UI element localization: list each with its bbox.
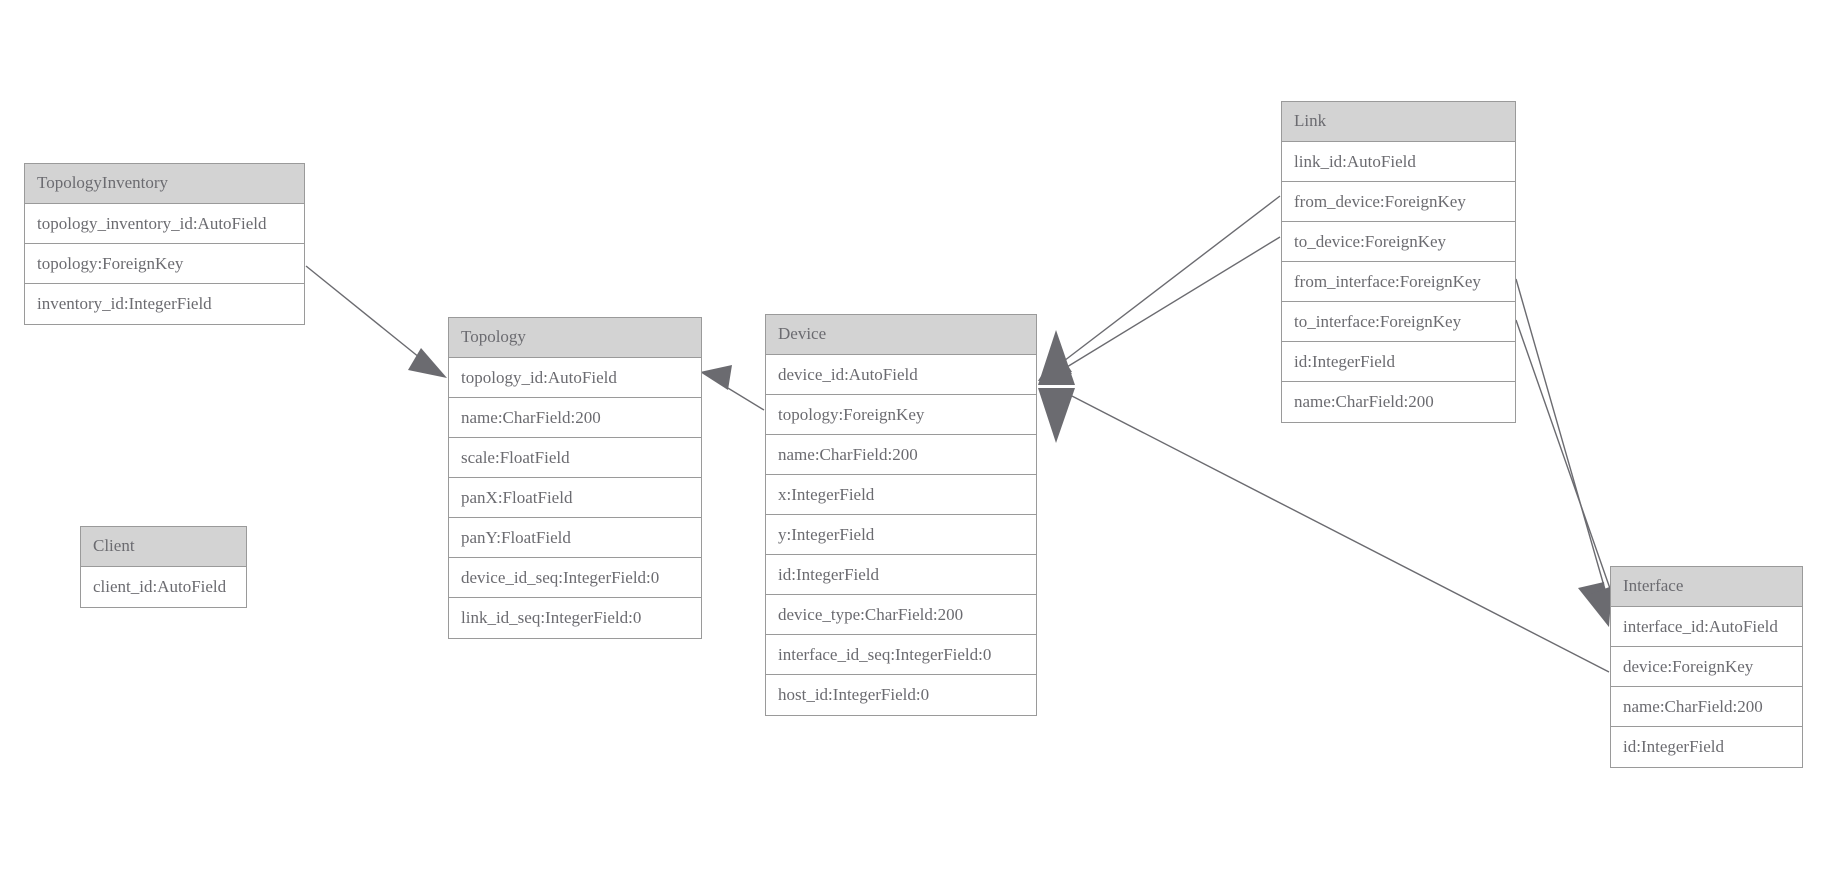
edge-interface-device bbox=[1069, 394, 1610, 673]
field-device-7[interactable]: interface_id_seq:IntegerField:0 bbox=[766, 635, 1036, 675]
field-topology-4[interactable]: panY:FloatField bbox=[449, 518, 701, 558]
entity-link[interactable]: Link link_id:AutoField from_device:Forei… bbox=[1281, 101, 1516, 423]
field-interface-3[interactable]: id:IntegerField bbox=[1611, 727, 1802, 767]
field-device-6[interactable]: device_type:CharField:200 bbox=[766, 595, 1036, 635]
field-topology-0[interactable]: topology_id:AutoField bbox=[449, 358, 701, 398]
entity-title-topology-inventory: TopologyInventory bbox=[25, 164, 304, 204]
edge-link-to-device bbox=[1038, 236, 1281, 381]
device-incoming-arrowheads bbox=[1038, 330, 1075, 443]
interface-incoming-arrowhead bbox=[1578, 582, 1612, 627]
field-topology-5[interactable]: device_id_seq:IntegerField:0 bbox=[449, 558, 701, 598]
field-topology-1[interactable]: name:CharField:200 bbox=[449, 398, 701, 438]
entity-title-topology: Topology bbox=[449, 318, 701, 358]
field-device-1[interactable]: topology:ForeignKey bbox=[766, 395, 1036, 435]
field-link-3[interactable]: from_interface:ForeignKey bbox=[1282, 262, 1515, 302]
field-link-0[interactable]: link_id:AutoField bbox=[1282, 142, 1515, 182]
entity-title-client: Client bbox=[81, 527, 246, 567]
field-topology-6[interactable]: link_id_seq:IntegerField:0 bbox=[449, 598, 701, 638]
entity-title-interface: Interface bbox=[1611, 567, 1802, 607]
entity-client[interactable]: Client client_id:AutoField bbox=[80, 526, 247, 608]
entity-device[interactable]: Device device_id:AutoField topology:Fore… bbox=[765, 314, 1037, 716]
entity-topology-inventory[interactable]: TopologyInventory topology_inventory_id:… bbox=[24, 163, 305, 325]
field-topology-3[interactable]: panX:FloatField bbox=[449, 478, 701, 518]
edge-link-from-interface bbox=[1515, 278, 1609, 601]
field-link-4[interactable]: to_interface:ForeignKey bbox=[1282, 302, 1515, 342]
field-device-3[interactable]: x:IntegerField bbox=[766, 475, 1036, 515]
field-device-8[interactable]: host_id:IntegerField:0 bbox=[766, 675, 1036, 715]
field-topology-2[interactable]: scale:FloatField bbox=[449, 438, 701, 478]
entity-topology[interactable]: Topology topology_id:AutoField name:Char… bbox=[448, 317, 702, 639]
field-topology-inventory-0[interactable]: topology_inventory_id:AutoField bbox=[25, 204, 304, 244]
field-device-2[interactable]: name:CharField:200 bbox=[766, 435, 1036, 475]
field-topology-inventory-1[interactable]: topology:ForeignKey bbox=[25, 244, 304, 284]
field-device-5[interactable]: id:IntegerField bbox=[766, 555, 1036, 595]
field-device-0[interactable]: device_id:AutoField bbox=[766, 355, 1036, 395]
field-link-6[interactable]: name:CharField:200 bbox=[1282, 382, 1515, 422]
entity-title-link: Link bbox=[1282, 102, 1515, 142]
field-interface-1[interactable]: device:ForeignKey bbox=[1611, 647, 1802, 687]
field-client-0[interactable]: client_id:AutoField bbox=[81, 567, 246, 607]
field-device-4[interactable]: y:IntegerField bbox=[766, 515, 1036, 555]
edge-device-topology bbox=[700, 365, 765, 411]
field-link-1[interactable]: from_device:ForeignKey bbox=[1282, 182, 1515, 222]
entity-interface[interactable]: Interface interface_id:AutoField device:… bbox=[1610, 566, 1803, 768]
edge-link-to-interface bbox=[1515, 319, 1615, 601]
field-interface-0[interactable]: interface_id:AutoField bbox=[1611, 607, 1802, 647]
field-link-2[interactable]: to_device:ForeignKey bbox=[1282, 222, 1515, 262]
field-link-5[interactable]: id:IntegerField bbox=[1282, 342, 1515, 382]
field-topology-inventory-2[interactable]: inventory_id:IntegerField bbox=[25, 284, 304, 324]
field-interface-2[interactable]: name:CharField:200 bbox=[1611, 687, 1802, 727]
edge-topologyinventory-topology bbox=[305, 265, 447, 378]
edge-link-from-device bbox=[1038, 195, 1281, 381]
entity-title-device: Device bbox=[766, 315, 1036, 355]
